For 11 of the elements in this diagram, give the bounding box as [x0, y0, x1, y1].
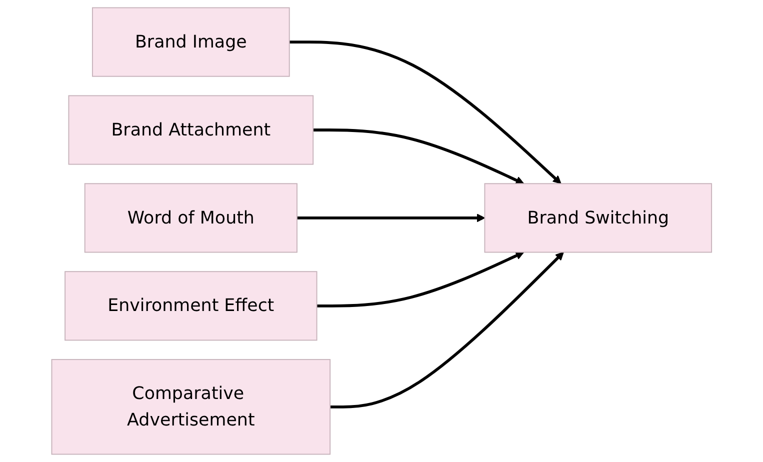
node-box: Word of Mouth	[84, 183, 298, 253]
node-box: Comparative Advertisement	[51, 359, 330, 455]
arrow	[296, 214, 485, 222]
node-box: Brand Image	[92, 7, 290, 77]
node-box: Brand Switching	[484, 183, 712, 253]
arrow	[316, 252, 524, 308]
node-box: Environment Effect	[64, 271, 318, 341]
arrow	[330, 252, 564, 408]
arrow	[312, 128, 524, 184]
node-box: Brand Attachment	[68, 95, 314, 165]
arrow	[289, 40, 562, 184]
